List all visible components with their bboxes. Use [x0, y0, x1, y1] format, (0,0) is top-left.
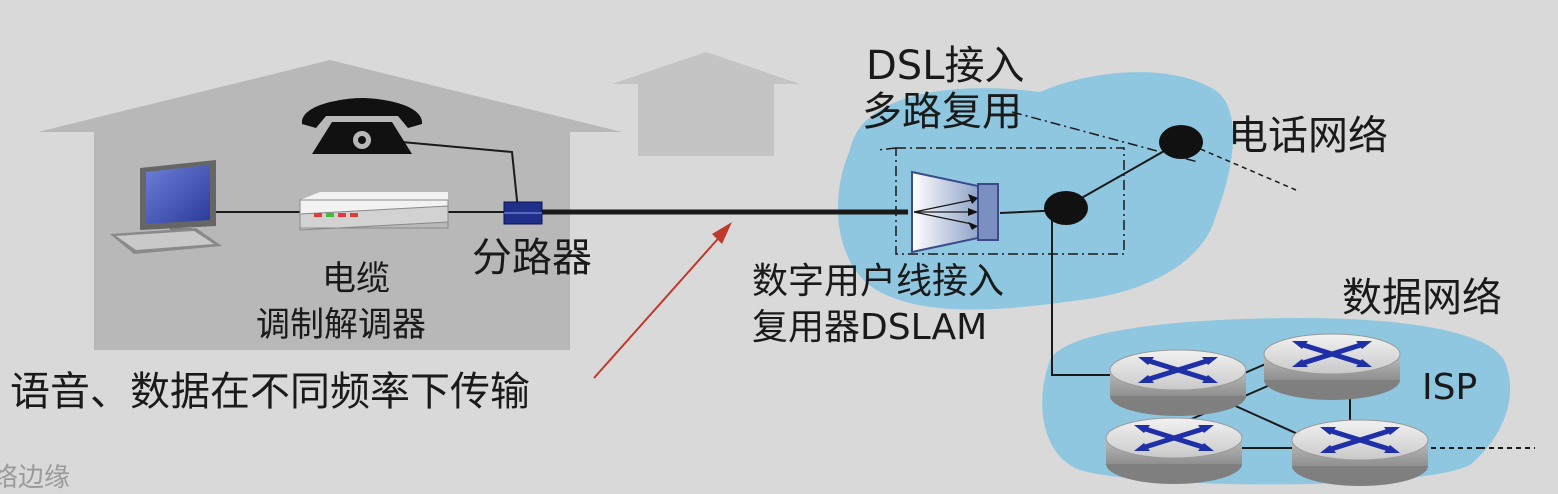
- computer-icon: [110, 160, 222, 254]
- telephone-icon: [301, 98, 423, 154]
- dslam-icon: [911, 170, 999, 254]
- footer-fragment: 络边缘: [0, 463, 71, 493]
- phone-network-node: [1159, 125, 1203, 159]
- small-house-icon: [612, 52, 800, 156]
- annotation-arrow: [593, 222, 732, 379]
- modem-label-line2: 调制解调器: [256, 305, 426, 345]
- splitter-icon: [503, 201, 543, 225]
- phone-network-label: 电话网络: [1228, 113, 1388, 159]
- telephone-cord: [379, 139, 519, 211]
- splitter-label: 分路器: [472, 235, 592, 281]
- dsl-mux-label-line2: 多路复用: [862, 89, 1022, 135]
- router-icon: [1110, 350, 1246, 416]
- switch-node: [1044, 191, 1088, 225]
- dslam-label-line1: 数字用户线接入: [752, 261, 1005, 302]
- dsl-mux-box: [895, 147, 1125, 255]
- phone-link-dashed: [1183, 141, 1297, 191]
- router-icon: [1106, 418, 1242, 484]
- voice-data-note: 语音、数据在不同频率下传输: [10, 369, 530, 415]
- dsl-mux-label-line1: DSL接入: [866, 43, 1025, 89]
- router-icon: [1264, 334, 1400, 400]
- modem-icon: [299, 192, 449, 231]
- router-icon: [1292, 420, 1428, 486]
- modem-label-line1: 电缆: [322, 259, 390, 299]
- isp-label: ISP: [1422, 367, 1478, 408]
- dslam-label-line2: 复用器DSLAM: [752, 307, 988, 348]
- telephone-network-cloud: [837, 72, 1234, 310]
- data-network-label: 数据网络: [1342, 275, 1502, 321]
